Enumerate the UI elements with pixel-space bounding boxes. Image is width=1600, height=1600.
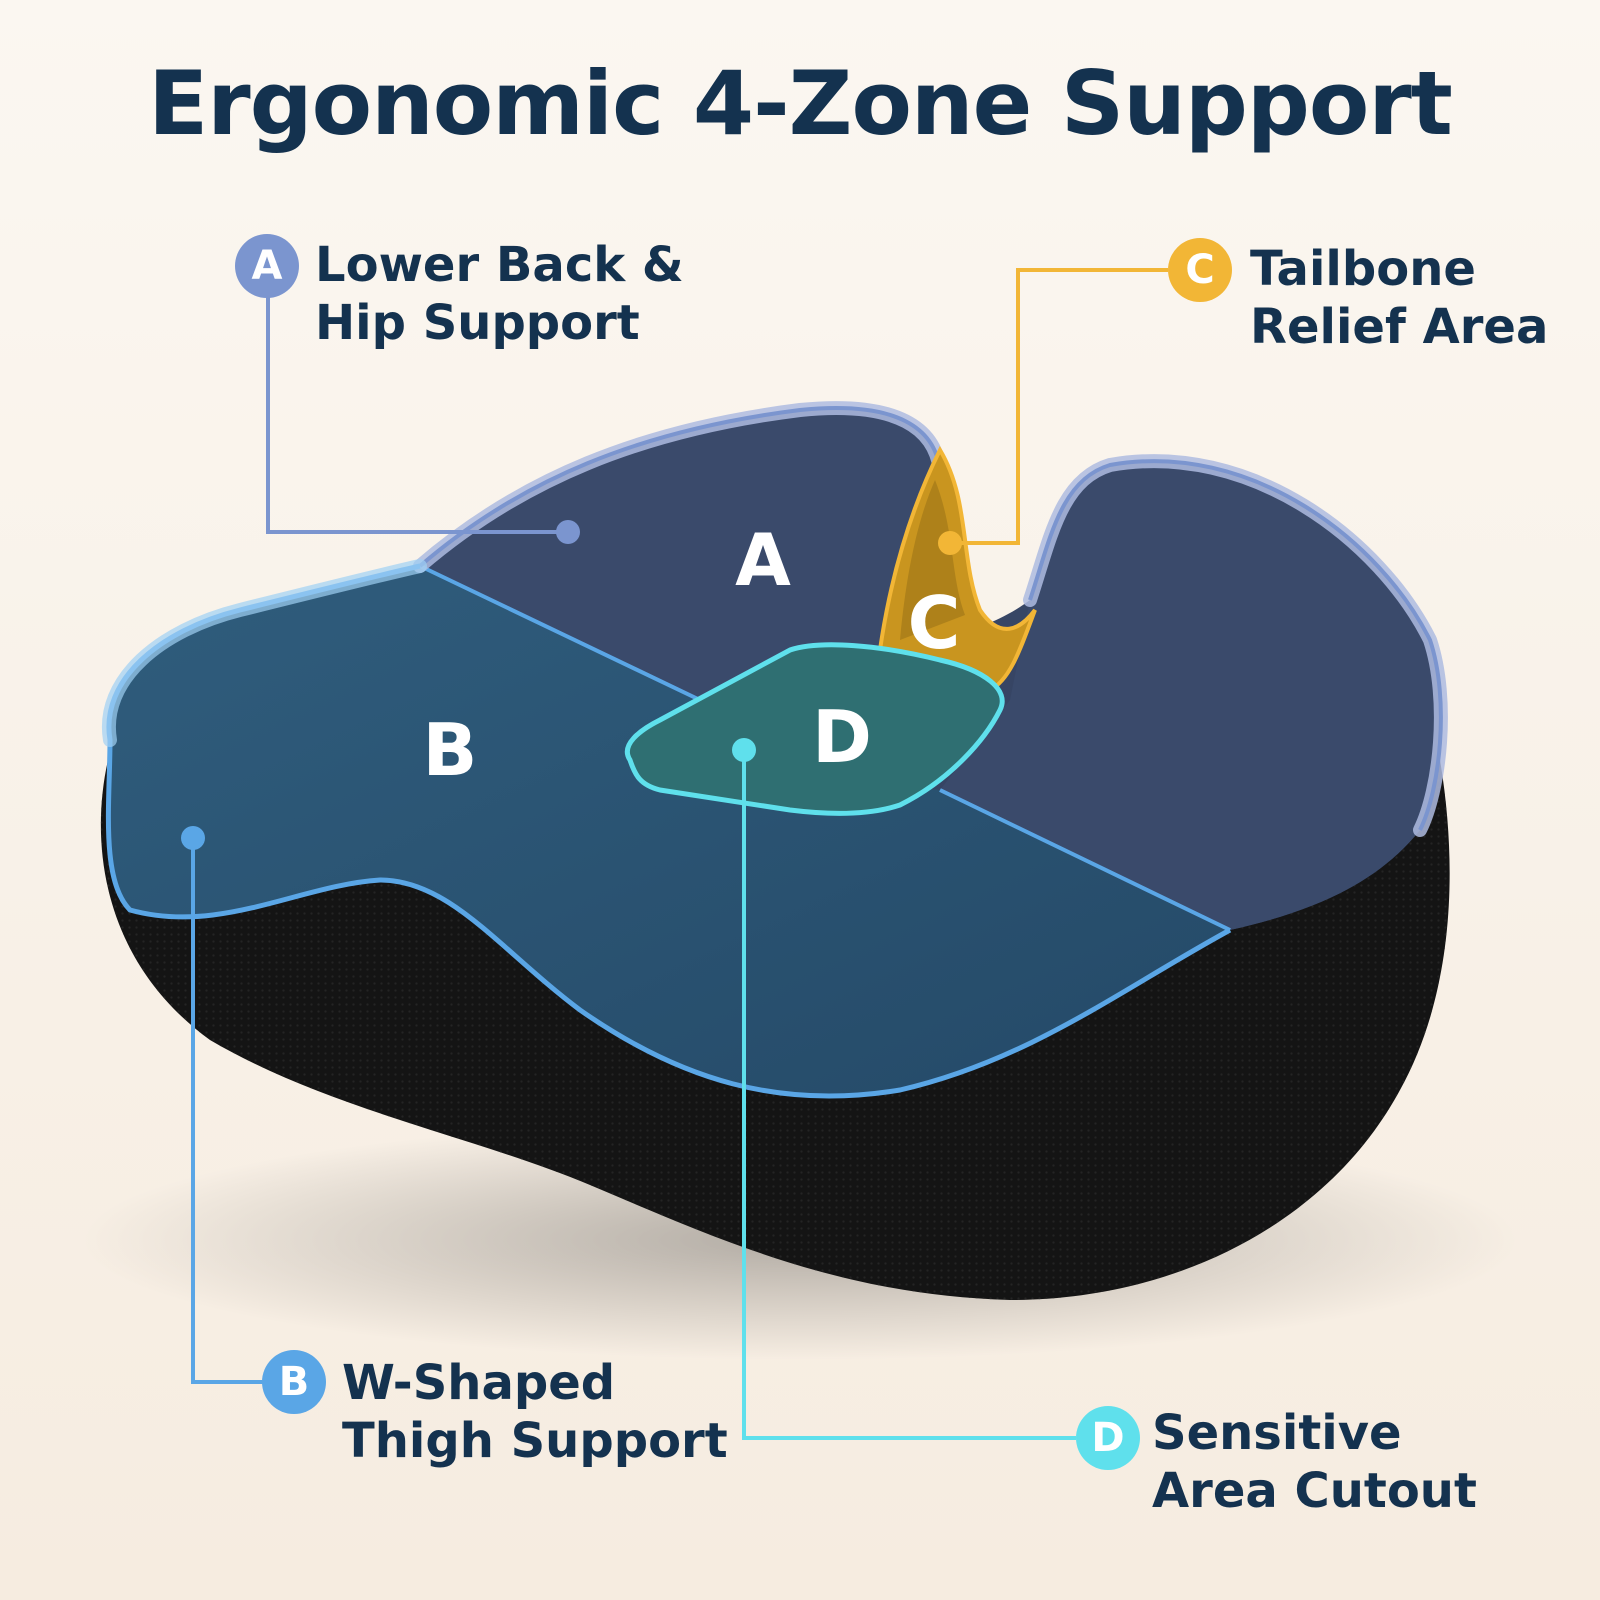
zone-divider-ab	[419, 564, 701, 702]
zone-d-region	[624, 642, 1005, 816]
zone-c-label-line1: Tailbone	[1250, 241, 1476, 297]
leader-line-c	[950, 268, 1168, 545]
zone-a-outline-edge	[418, 406, 942, 568]
zone-c-inner	[900, 480, 965, 640]
zone-a-letter: A	[735, 518, 791, 602]
zone-b-highlight	[101, 559, 427, 747]
zone-c-badge: C	[1168, 238, 1232, 302]
zone-a-label-line2: Hip Support	[315, 295, 640, 351]
leader-dot-d	[732, 738, 756, 762]
zone-b-region	[108, 566, 1230, 1097]
zone-d-badge: D	[1076, 1406, 1140, 1470]
zone-d-letter: D	[812, 695, 872, 779]
zone-a-right-region	[940, 461, 1441, 930]
zone-c-callout: Tailbone Relief Area	[1250, 240, 1548, 356]
zone-b-label-line1: W-Shaped	[342, 1355, 616, 1411]
zone-a-right-outline-edge	[1028, 459, 1443, 831]
zone-d-callout: Sensitive Area Cutout	[1152, 1404, 1477, 1520]
leader-dot-c	[938, 531, 962, 555]
zone-a-badge: A	[235, 234, 299, 298]
zone-a-callout: Lower Back & Hip Support	[315, 236, 684, 352]
zone-a-label-line1: Lower Back &	[315, 237, 684, 293]
zone-d-label-line1: Sensitive	[1152, 1405, 1402, 1461]
leader-line-d	[742, 750, 1076, 1440]
zone-c-letter: C	[908, 581, 961, 665]
leader-line-b	[191, 838, 270, 1384]
leader-dot-a	[556, 520, 580, 544]
zone-d-label-line2: Area Cutout	[1152, 1463, 1477, 1519]
zone-b-letter: B	[423, 708, 478, 792]
zone-b-badge: B	[262, 1350, 326, 1414]
leader-dot-b	[181, 826, 205, 850]
zone-c-label-line2: Relief Area	[1250, 299, 1549, 355]
zone-b-callout: W-Shaped Thigh Support	[342, 1354, 728, 1470]
zone-divider-ab-right	[939, 788, 1231, 932]
page-title: Ergonomic 4-Zone Support	[148, 52, 1453, 155]
zone-b-label-line2: Thigh Support	[342, 1413, 728, 1469]
leader-line-a	[266, 266, 568, 534]
